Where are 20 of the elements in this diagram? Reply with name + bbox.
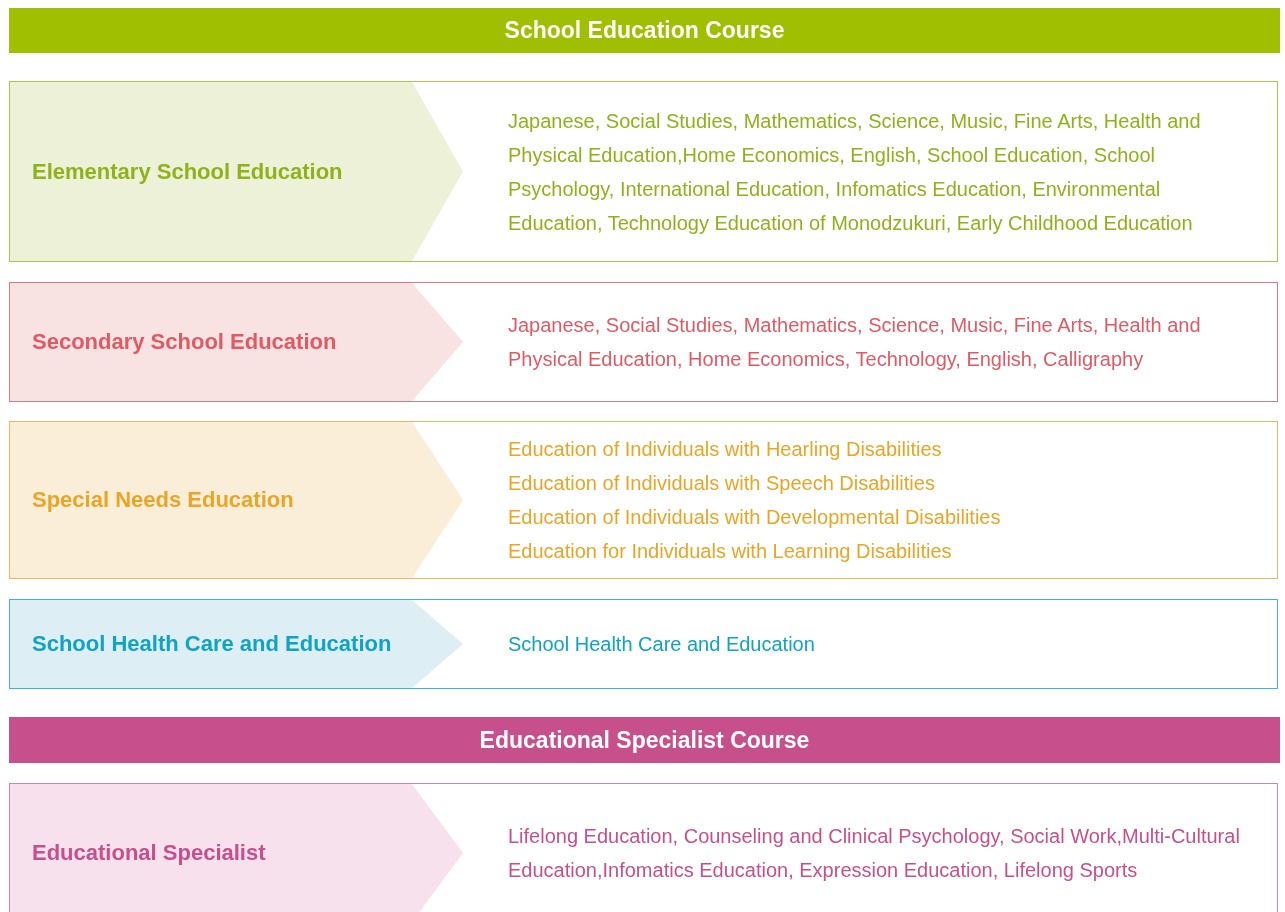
subject-list: Japanese, Social Studies, Mathematics, Science, Music, Fine Arts, Health and Physical Education,Home Economics, English, School Education, School Psychology, International Education, Infomatics Education, Environmental Education, Technology Education of Monodzukuri, Early Childhood Education [508, 103, 1257, 240]
section-banner: Educational Specialist Course [9, 717, 1280, 763]
subject-list: Japanese, Social Studies, Mathematics, Science, Music, Fine Arts, Health and Physical Education, Home Economics, Technology, English, Calligraphy [508, 308, 1257, 376]
subject-list: Education of Individuals with Hearling Disabilities [508, 432, 1257, 466]
course-panel [9, 81, 1278, 262]
course-heading: Special Needs Education [32, 487, 295, 513]
subject-list: Lifelong Education, Counseling and Clinical Psychology, Social Work,Multi-Cultural Education,Infomatics Education, Expression Education, Lifelong Sports [508, 819, 1257, 887]
course-panel [9, 421, 1278, 579]
course-heading: Secondary School Education [32, 329, 338, 355]
course-heading: Educational Specialist [32, 840, 267, 866]
subject-list: Education of Individuals with Developmental Disabilities [508, 500, 1257, 534]
subject-list: School Health Care and Education [508, 627, 1257, 661]
course-heading: School Health Care and Education [32, 631, 393, 657]
course-panel [9, 783, 1278, 912]
subject-list: Education of Individuals with Speech Disabilities [508, 466, 1257, 500]
subject-list: Education for Individuals with Learning Disabilities [508, 534, 1257, 568]
course-heading: Elementary School Education [32, 158, 344, 185]
course-panel [9, 599, 1278, 689]
section-banner: School Education Course [9, 8, 1280, 53]
course-panel [9, 282, 1278, 402]
